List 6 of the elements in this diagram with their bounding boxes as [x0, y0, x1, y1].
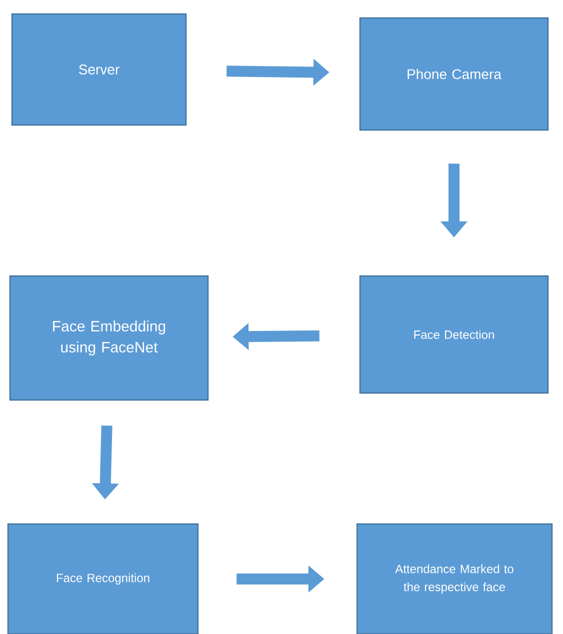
process-box: Server [11, 13, 187, 126]
process-box: Attendance Marked to the respective face [356, 523, 553, 634]
process-box: Face Recognition [7, 523, 199, 634]
process-box: Face Embedding using FaceNet [9, 275, 209, 401]
process-box: Phone Camera [359, 17, 549, 131]
process-box: Face Detection [359, 275, 549, 394]
